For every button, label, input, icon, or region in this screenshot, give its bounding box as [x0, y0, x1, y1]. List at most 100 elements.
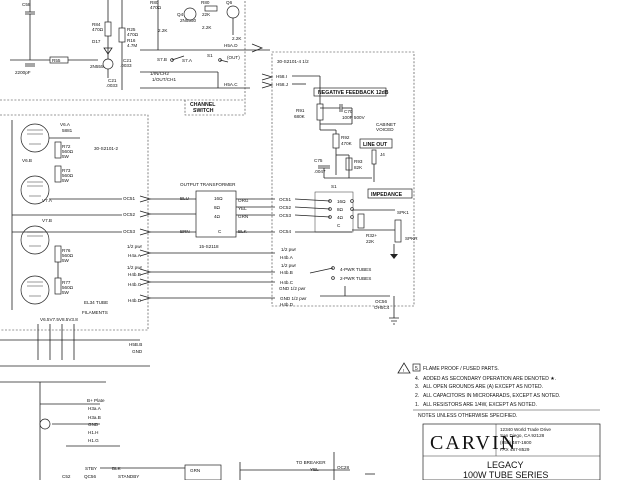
negative-feedback-label: NEGATIVE FEEDBACK 12dB: [318, 90, 389, 96]
half-pwr-left: 1/2 pwr: [127, 244, 143, 249]
tube-v8: [20, 275, 50, 305]
tube-v6a-elements: [27, 129, 43, 145]
r93-value: 82K: [354, 165, 363, 170]
h4b-conn: [139, 268, 152, 276]
cabinet-label: CABINET: [376, 122, 396, 127]
r16-label: R16: [127, 38, 136, 43]
h4d-right: H4b.D: [280, 302, 294, 307]
r80-label: R80: [150, 0, 159, 5]
v7b-label: V7.B: [42, 218, 52, 223]
s7b-label: S7.B: [157, 57, 167, 62]
pt-grn-label: GRN: [190, 468, 200, 473]
v6a-label: V6.A: [60, 122, 71, 127]
warning-triangle-icon: [397, 362, 411, 374]
sec-4-wire: [294, 214, 331, 218]
r84-value: 470Ω: [92, 27, 104, 32]
fuse-symbol: [39, 418, 51, 430]
two-tubes-label: 2-PWR TUBES: [340, 276, 371, 281]
oc51-left: OC51: [123, 196, 135, 201]
h1g-label: H1.G: [88, 438, 99, 443]
q6-label: Q6: [226, 0, 233, 5]
tube-v7a: [20, 175, 50, 205]
impedance-box: [367, 188, 413, 199]
output-transformer: [195, 190, 237, 238]
r93-label: R93: [354, 159, 363, 164]
ot-c: C: [218, 229, 222, 234]
imp-4-label: 4Ω: [337, 215, 344, 220]
c58-value: 2200pF: [15, 70, 31, 75]
r77-value: 560Ω: [62, 285, 74, 290]
imp-sw-c6: [350, 215, 354, 219]
carvin-logo: CARVIN: [430, 432, 517, 454]
qc56-label: QC56: [84, 474, 96, 479]
h5ac-label: H5A.C: [224, 82, 238, 87]
channel-switch-label-1: CHANNEL: [190, 102, 216, 108]
d17-label: D17: [92, 39, 101, 44]
tb-model: LEGACY: [487, 460, 524, 470]
ot-16: 16Ω: [214, 196, 223, 201]
r80b-label: R80: [201, 0, 210, 5]
line-out-box: [359, 138, 393, 149]
r77-label: R77: [62, 280, 71, 285]
half-pwr-right: 1/2 pwr: [281, 247, 297, 252]
c75-label: C75: [314, 158, 323, 163]
right-board-outline: [271, 51, 415, 307]
ot-blu: BLU: [180, 196, 189, 201]
power-tubes-section: 30-S2101-2 V6.A 5881 V6.B R72 560Ω 5W V7…: [0, 114, 150, 367]
r73-label: R73: [62, 168, 71, 173]
ot-8: 8Ω: [214, 205, 221, 210]
r32-resistor: [357, 213, 365, 229]
oc28-label: OC28: [337, 465, 349, 470]
h5b-gnd-label: GND: [132, 349, 143, 354]
h5ad-connector: [251, 43, 264, 53]
output-transformer-section: OUTPUT TRANSFORMER 15-S2118 BLU BRN 16Ω …: [123, 182, 352, 249]
note-5-num: 5: [415, 366, 418, 372]
r73-value: 560Ω: [62, 173, 74, 178]
right-board-label: 30-S2101-4 1/2: [277, 59, 309, 64]
ot-grn: GRN: [238, 214, 248, 219]
bl-gnd-label: GND: [88, 422, 99, 427]
breaker-label: TO BREAKER: [296, 460, 326, 465]
imp-16-label: 16Ω: [337, 199, 346, 204]
note-4-num: 4.: [415, 376, 419, 382]
r84-resistor: [104, 21, 112, 37]
oc53-conn: [139, 228, 152, 236]
feedback-impedance-section: 30-S2101-4 1/2 H58.I H58.J NEGATIVE FEED…: [261, 51, 418, 307]
oc54-right: OC54: [279, 229, 291, 234]
s1-label: S1: [207, 53, 213, 58]
s7a-label: S7.A: [182, 58, 193, 63]
negative-feedback-box: [313, 87, 387, 97]
oc52-right: OC52: [279, 205, 291, 210]
r76-resistor: [54, 245, 62, 263]
q4-transistor: [183, 7, 197, 21]
imp-c-label: C: [337, 223, 341, 228]
h4d-conn: [139, 294, 152, 302]
d17-diode: [103, 47, 113, 55]
notes-section: ! 5 FLAME PROOF / FUSED PARTS. 4. ADDED …: [397, 362, 600, 419]
tb-addr1: 12340 World Trade Drive: [500, 427, 551, 432]
spk-ground-icon: [390, 254, 398, 259]
q4-part: 2N5550: [180, 18, 197, 23]
r22k-b: 2.2K: [202, 25, 212, 30]
j4-label: J4: [380, 152, 385, 157]
stby-label: STBY: [85, 466, 97, 471]
v6a-type: 5881: [62, 128, 73, 133]
voiced-label: VOICED: [376, 127, 394, 132]
tube-v8-elements: [27, 281, 43, 297]
h4c-conn: [139, 278, 152, 286]
standby-label: STANDBY: [118, 474, 139, 479]
h58i-conn: [261, 73, 274, 81]
h5ad-label: H5A.D: [224, 43, 238, 48]
s7b-arm: [171, 55, 185, 61]
h1h-label: H1.H: [88, 430, 98, 435]
tb-phone: (858) 487-1600: [500, 440, 532, 445]
ot-part: 15-S2118: [199, 244, 219, 249]
r73-resistor: [54, 165, 62, 183]
channel-switch-label-2: SWITCH: [193, 108, 214, 114]
h4c-right: H4b.C: [280, 280, 294, 285]
bottom-left-power-section: B+ Plate H3a.A H3a.B GND H1.H H1.G H5B.B…: [0, 342, 375, 480]
q2-part: 2N5550: [90, 64, 107, 69]
tb-fax: FAX 487-8529: [500, 447, 530, 452]
